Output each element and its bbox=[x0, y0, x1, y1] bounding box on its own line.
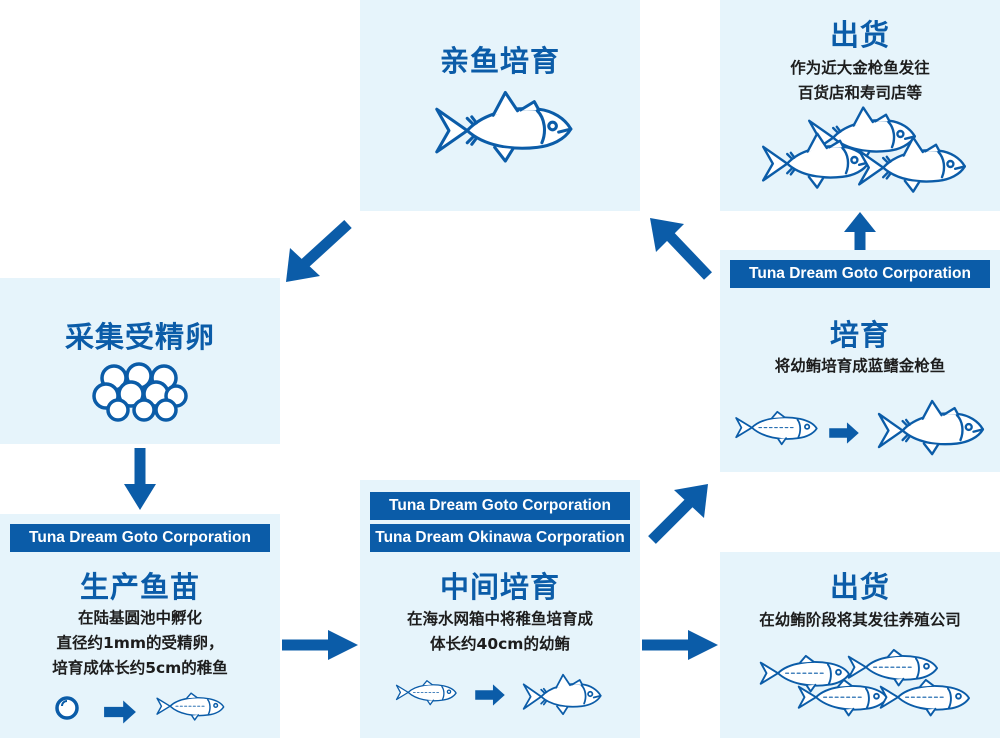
fry-fish-icon bbox=[156, 692, 225, 721]
arrow-right-icon bbox=[829, 422, 859, 444]
step-egg-collection: 采集受精卵 bbox=[0, 278, 280, 444]
step-title: 生产鱼苗 bbox=[79, 570, 200, 604]
step-title: 出货 bbox=[829, 18, 890, 52]
flow-arrow bbox=[844, 212, 876, 250]
step-description: 将幼鲔培育成蓝鳍金枪鱼 bbox=[774, 357, 946, 375]
step-title: 亲鱼培育 bbox=[439, 44, 560, 78]
arrow-right-icon bbox=[104, 700, 136, 724]
step-description: 作为近大金枪鱼发往 百货店和寿司店等 bbox=[790, 59, 930, 102]
arrow-right-icon bbox=[475, 684, 505, 706]
step-title: 中间培育 bbox=[439, 570, 560, 604]
young-tuna-icon bbox=[522, 673, 602, 716]
company-tag: Tuna Dream Goto Corporation bbox=[10, 524, 270, 552]
flow-arrow bbox=[282, 630, 358, 660]
small-fish-icon bbox=[395, 680, 457, 706]
step-title: 采集受精卵 bbox=[64, 320, 215, 354]
step-title: 培育 bbox=[829, 318, 890, 352]
flow-arrow bbox=[642, 630, 718, 660]
young-tuna-icon bbox=[735, 410, 818, 446]
egg-icon bbox=[55, 696, 79, 720]
step-shipping-adult: 出货 作为近大金枪鱼发往 百货店和寿司店等 bbox=[720, 0, 1000, 211]
flow-arrow bbox=[648, 484, 708, 544]
step-description: 在幼鲔阶段将其发往养殖公司 bbox=[759, 611, 961, 629]
tuna-fish-icon bbox=[435, 90, 573, 163]
bluefin-tuna-icon bbox=[877, 399, 985, 456]
flow-arrow bbox=[650, 218, 712, 280]
step-title: 出货 bbox=[829, 570, 890, 604]
flow-arrow bbox=[124, 448, 156, 510]
step-description: 在海水网箱中将稚鱼培育成 体长约40cm的幼鲔 bbox=[406, 610, 593, 653]
tuna-group-icon bbox=[762, 106, 966, 193]
step-broodstock: 亲鱼培育 bbox=[360, 0, 640, 211]
step-shipping-young: 出货 在幼鲔阶段将其发往养殖公司 bbox=[720, 552, 1000, 738]
flow-arrow bbox=[286, 219, 352, 282]
young-tuna-group-icon bbox=[759, 648, 971, 717]
company-tag: Tuna Dream Goto Corporation bbox=[730, 260, 990, 288]
step-description: 在陆基圆池中孵化 直径约1mm的受精卵， 培育成体长约5cm的稚鱼 bbox=[52, 609, 228, 677]
fertilized-eggs-icon bbox=[92, 362, 188, 422]
company-tag: Tuna Dream Goto Corporation bbox=[370, 492, 630, 520]
company-tag: Tuna Dream Okinawa Corporation bbox=[370, 524, 630, 552]
step-intermediate: 中间培育 在海水网箱中将稚鱼培育成 体长约40cm的幼鲔 bbox=[360, 480, 640, 738]
